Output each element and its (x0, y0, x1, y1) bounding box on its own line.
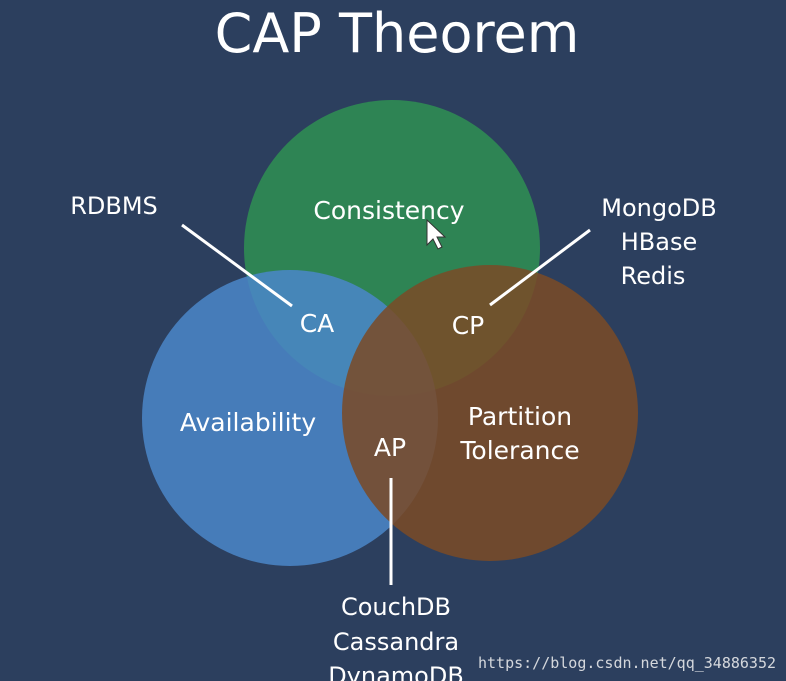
rdbms-pointer-line (181, 223, 293, 308)
consistency-label: Consistency (313, 196, 464, 225)
cp-region-label: CP (452, 311, 485, 340)
ca-system-label: RDBMS (70, 192, 158, 220)
mouse-pointer-icon (426, 218, 447, 250)
cp-system-label-3: Redis (621, 262, 686, 290)
ap-region-label: AP (374, 433, 406, 462)
partition-label-line1: Partition (468, 402, 572, 431)
ap-system-label-3: DynamoDB (328, 662, 464, 681)
cp-system-label-2: HBase (621, 228, 698, 256)
partition-label-line2: Tolerance (459, 436, 579, 465)
ca-region-label: CA (300, 309, 335, 338)
watermark: https://blog.csdn.net/qq_34886352 (478, 654, 776, 672)
availability-label: Availability (180, 408, 316, 437)
page-title: CAP Theorem (215, 2, 580, 65)
nosql-cp-pointer-line (489, 228, 591, 307)
ap-system-label-2: Cassandra (333, 628, 459, 656)
cp-system-label-1: MongoDB (601, 194, 716, 222)
ap-system-label-1: CouchDB (341, 593, 451, 621)
partition-tolerance-circle (342, 265, 638, 561)
